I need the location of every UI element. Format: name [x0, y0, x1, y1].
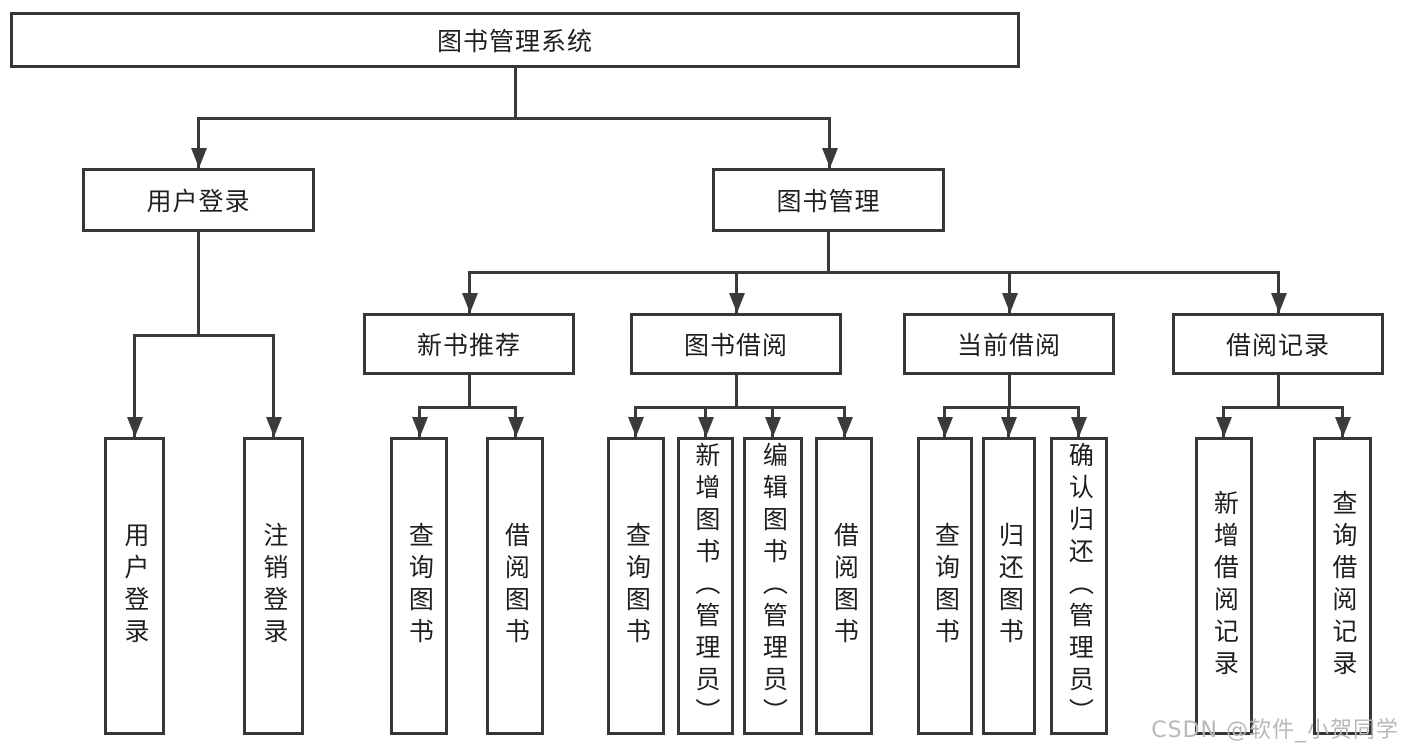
node-label: 图书管理 — [776, 187, 881, 216]
node-label: 图书借阅 — [683, 331, 788, 360]
arrow-to-new-book-recommend — [468, 271, 471, 313]
leaf-label: 注销登录 — [259, 522, 289, 650]
leaf-borrow-borrow-books: 借阅图书 — [815, 437, 873, 735]
node-library-management-system: 图书管理系统 — [10, 12, 1020, 68]
leaf-logout: 注销登录 — [243, 437, 304, 735]
node-label: 借阅记录 — [1225, 331, 1330, 360]
arrow-g2-add-books — [704, 406, 707, 437]
node-label: 新书推荐 — [416, 331, 521, 360]
leaf-label: 查询借阅记录 — [1328, 490, 1358, 682]
arrow-to-current-borrow — [1008, 271, 1011, 313]
connector-level3-bus — [468, 271, 1279, 274]
leaf-user-login: 用户登录 — [104, 437, 165, 735]
arrow-g4-query-record — [1341, 406, 1344, 437]
connector-login-stem — [197, 232, 200, 336]
arrow-to-book-borrow — [735, 271, 738, 313]
node-book-borrow: 图书借阅 — [630, 313, 842, 375]
leaf-borrow-add-books-admin: 新增图书（管理员） — [677, 437, 734, 735]
node-book-management: 图书管理 — [712, 168, 945, 232]
leaf-label: 新增图书（管理员） — [691, 442, 721, 730]
leaf-recommend-query-books: 查询图书 — [390, 437, 448, 735]
connector-g3-bus — [943, 406, 1080, 409]
arrow-to-book-management — [828, 117, 831, 168]
arrow-g1-borrow-books — [514, 406, 517, 437]
connector-g3-stem — [1008, 375, 1011, 409]
arrow-g3-query-books — [943, 406, 946, 437]
connector-bookmgmt-stem — [827, 232, 830, 274]
csdn-watermark: CSDN @软件_小贺同学 — [1151, 718, 1399, 743]
connector-g2-stem — [735, 375, 738, 409]
arrow-to-user-login — [197, 117, 200, 168]
leaf-label: 归还图书 — [995, 522, 1025, 650]
connector-g1-stem — [468, 375, 471, 409]
connector-g4-bus — [1223, 406, 1344, 409]
arrow-to-logout-leaf — [272, 334, 275, 437]
arrow-to-borrow-records — [1277, 271, 1280, 313]
leaf-records-query-record: 查询借阅记录 — [1313, 437, 1372, 735]
leaf-label: 编辑图书（管理员） — [759, 442, 789, 730]
arrow-g2-query-books — [634, 406, 637, 437]
leaf-borrow-edit-books-admin: 编辑图书（管理员） — [743, 437, 803, 735]
leaf-records-add-record: 新增借阅记录 — [1195, 437, 1253, 735]
leaf-label: 新增借阅记录 — [1210, 490, 1240, 682]
node-user-login: 用户登录 — [82, 168, 315, 232]
leaf-label: 查询图书 — [405, 522, 435, 650]
arrow-g2-borrow-books — [843, 406, 846, 437]
leaf-label: 查询图书 — [622, 522, 652, 650]
leaf-label: 确认归还（管理员） — [1065, 442, 1095, 730]
node-label: 图书管理系统 — [436, 27, 593, 56]
node-new-book-recommend: 新书推荐 — [363, 313, 575, 375]
arrow-g4-add-record — [1222, 406, 1225, 437]
connector-root-stem — [514, 68, 517, 118]
connector-g1-bus — [418, 406, 516, 409]
arrow-g3-confirm-return — [1077, 406, 1080, 437]
leaf-borrow-query-books: 查询图书 — [607, 437, 665, 735]
leaf-label: 查询图书 — [931, 522, 961, 650]
leaf-label: 借阅图书 — [501, 522, 531, 650]
leaf-current-confirm-return-admin: 确认归还（管理员） — [1050, 437, 1108, 735]
node-borrow-records: 借阅记录 — [1172, 313, 1384, 375]
leaf-label: 用户登录 — [120, 522, 150, 650]
leaf-current-return-books: 归还图书 — [982, 437, 1036, 735]
node-label: 当前借阅 — [956, 331, 1061, 360]
connector-g4-stem — [1277, 375, 1280, 409]
connector-g2-bus — [634, 406, 845, 409]
connector-login-bus — [133, 334, 275, 337]
leaf-current-query-books: 查询图书 — [917, 437, 973, 735]
node-current-borrow: 当前借阅 — [903, 313, 1115, 375]
node-label: 用户登录 — [146, 187, 251, 216]
arrow-g1-query-books — [418, 406, 421, 437]
leaf-label: 借阅图书 — [830, 522, 860, 650]
arrow-g2-edit-books — [771, 406, 774, 437]
connector-level2-bus — [197, 117, 831, 120]
leaf-recommend-borrow-books: 借阅图书 — [486, 437, 544, 735]
arrow-g3-return-books — [1007, 406, 1010, 437]
arrow-to-login-leaf — [133, 334, 136, 437]
